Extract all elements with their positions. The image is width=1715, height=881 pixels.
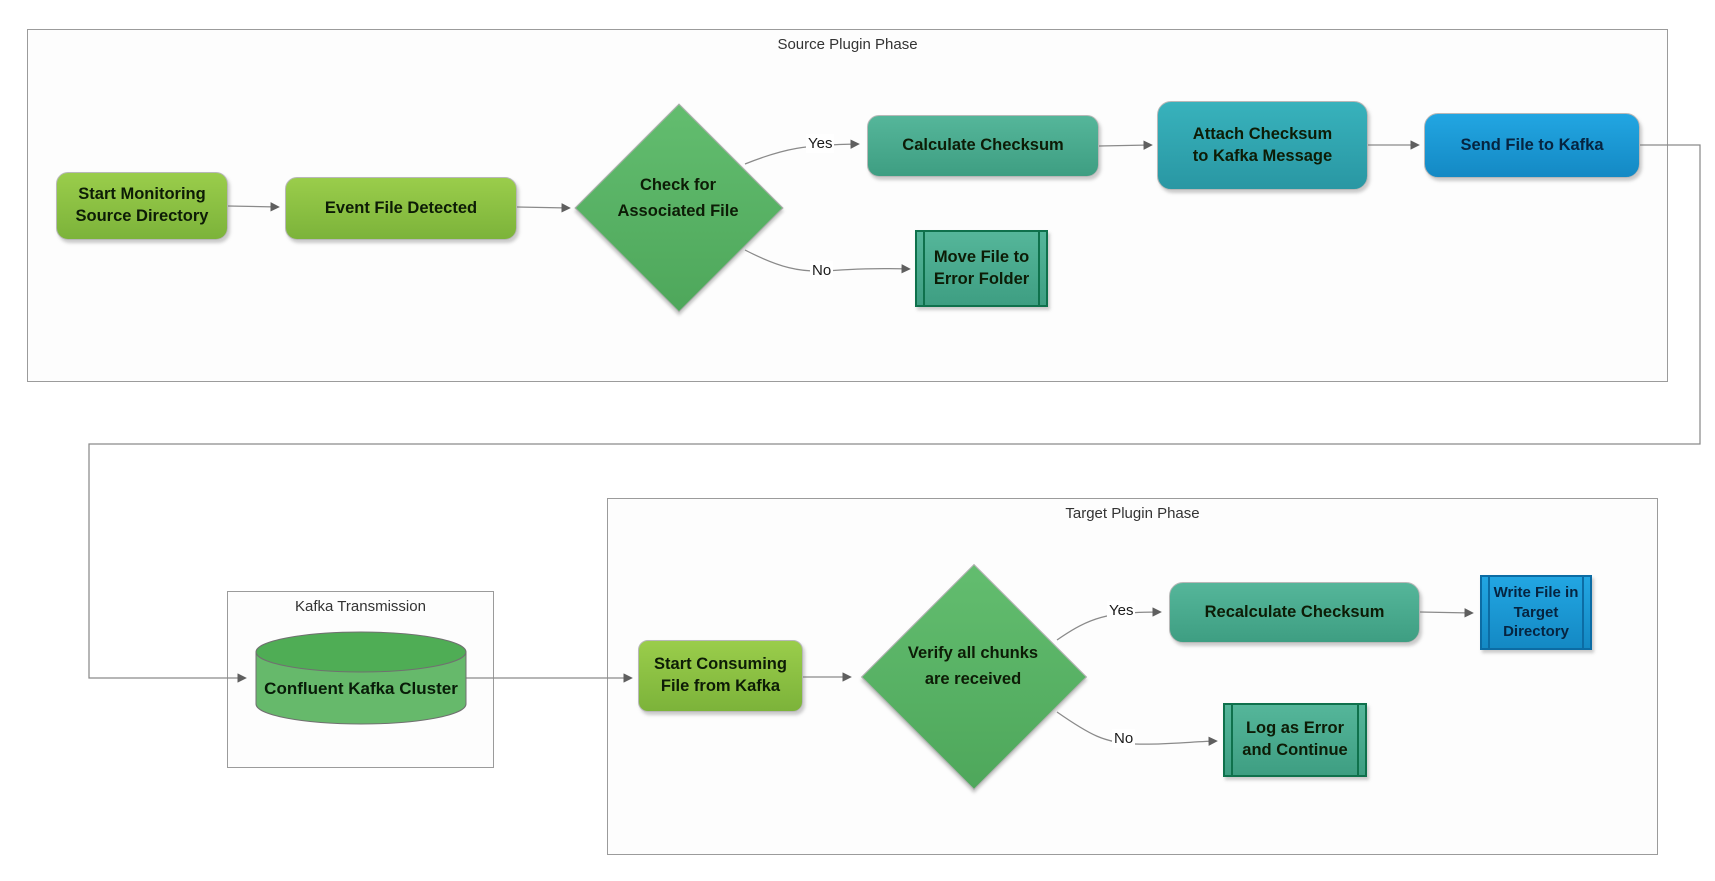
edge-label-verify-no: No [1112,729,1136,748]
node-recalculate-checksum: Recalculate Checksum [1169,582,1420,643]
kafka-cluster-cylinder [255,631,467,725]
edge-verify-no-to-log [1056,711,1218,746]
edge-check-yes-to-calculate [744,139,860,165]
node-recalculate-checksum-label: Recalculate Checksum [1204,602,1385,621]
node-move-file-to-error-folder: Move File to Error Folder [915,230,1048,307]
node-confluent-kafka-cluster-label: Confluent Kafka Cluster [264,679,458,698]
decision-check-associated-file-label: Check for Associated File [617,176,739,221]
node-start-monitoring: Start Monitoring Source Directory [56,172,228,240]
node-log-as-error: Log as Error and Continue [1223,703,1367,777]
edge-label-verify-yes: Yes [1107,601,1136,620]
edge-event-to-check [516,203,571,213]
target-phase-title: Target Plugin Phase [1065,505,1200,522]
edge-start-to-event [227,202,280,212]
node-attach-checksum: Attach Checksum to Kafka Message [1157,101,1368,190]
node-write-file-target-directory: Write File in Target Directory [1480,575,1592,650]
kafka-transmission-title: Kafka Transmission [295,598,426,615]
node-calculate-checksum-label: Calculate Checksum [902,136,1064,155]
node-event-file-detected: Event File Detected [285,177,517,240]
node-start-consuming: Start Consuming File from Kafka [638,640,803,712]
edge-calculate-to-attach [1098,140,1153,150]
edge-send-to-kafka-cluster [88,144,1701,683]
node-calculate-checksum: Calculate Checksum [867,115,1099,177]
edge-label-check-yes: Yes [806,134,835,153]
node-event-file-detected-label: Event File Detected [324,198,478,217]
edge-recalculate-to-write [1419,608,1474,618]
node-start-consuming-label: Start Consuming File from Kafka [654,655,787,695]
edge-verify-yes-to-recalculate [1056,607,1162,641]
edge-label-check-no: No [810,261,834,280]
node-send-file-to-kafka-label: Send File to Kafka [1460,135,1604,154]
node-attach-checksum-label: Attach Checksum to Kafka Message [1192,124,1333,165]
source-phase-title: Source Plugin Phase [777,36,918,53]
decision-verify-chunks-label: Verify all chunks are received [907,644,1039,689]
node-write-file-target-directory-label: Write File in Target Directory [1493,583,1579,641]
node-start-monitoring-label: Start Monitoring Source Directory [75,185,209,225]
node-log-as-error-label: Log as Error and Continue [1242,719,1348,759]
node-send-file-to-kafka: Send File to Kafka [1424,113,1640,178]
node-move-file-to-error-folder-label: Move File to Error Folder [933,247,1030,288]
